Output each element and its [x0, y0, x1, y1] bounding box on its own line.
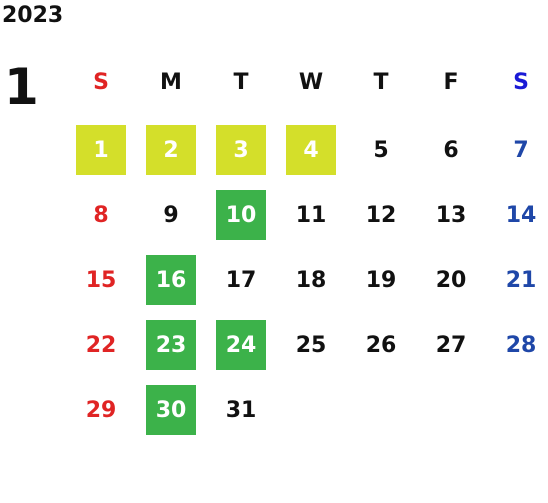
day-cell-9[interactable]: 9	[163, 202, 179, 228]
month-number: 1	[4, 58, 39, 116]
day-cell-26[interactable]: 26	[365, 332, 397, 358]
day-cell-16[interactable]: 16	[146, 255, 196, 305]
day-cell-2[interactable]: 2	[146, 125, 196, 175]
day-cell-25[interactable]: 25	[295, 332, 327, 358]
day-cell-19[interactable]: 19	[365, 267, 397, 293]
day-cell-23[interactable]: 23	[146, 320, 196, 370]
day-cell-29[interactable]: 29	[85, 397, 117, 423]
weekday-header-wed: W	[298, 69, 324, 95]
day-cell-1[interactable]: 1	[76, 125, 126, 175]
day-cell-28[interactable]: 28	[505, 332, 537, 358]
day-cell-4[interactable]: 4	[286, 125, 336, 175]
day-cell-20[interactable]: 20	[435, 267, 467, 293]
weekday-header-thu: T	[373, 69, 389, 95]
weekday-header-fri: F	[443, 69, 459, 95]
day-cell-13[interactable]: 13	[435, 202, 467, 228]
day-cell-3[interactable]: 3	[216, 125, 266, 175]
weekday-header-mon: M	[160, 69, 182, 95]
day-cell-10[interactable]: 10	[216, 190, 266, 240]
day-cell-18[interactable]: 18	[295, 267, 327, 293]
weekday-header-tue: T	[233, 69, 249, 95]
day-cell-27[interactable]: 27	[435, 332, 467, 358]
day-cell-22[interactable]: 22	[85, 332, 117, 358]
day-cell-12[interactable]: 12	[365, 202, 397, 228]
day-cell-21[interactable]: 21	[505, 267, 537, 293]
day-cell-7[interactable]: 7	[513, 137, 529, 163]
day-cell-31[interactable]: 31	[225, 397, 257, 423]
day-cell-14[interactable]: 14	[505, 202, 537, 228]
day-cell-6[interactable]: 6	[443, 137, 459, 163]
day-cell-15[interactable]: 15	[85, 267, 117, 293]
day-cell-5[interactable]: 5	[373, 137, 389, 163]
day-cell-30[interactable]: 30	[146, 385, 196, 435]
day-cell-24[interactable]: 24	[216, 320, 266, 370]
day-cell-11[interactable]: 11	[295, 202, 327, 228]
weekday-header-sat: S	[513, 69, 529, 95]
weekday-header-sun: S	[93, 69, 109, 95]
day-cell-17[interactable]: 17	[225, 267, 257, 293]
year-label: 2023	[2, 3, 64, 28]
day-cell-8[interactable]: 8	[93, 202, 109, 228]
